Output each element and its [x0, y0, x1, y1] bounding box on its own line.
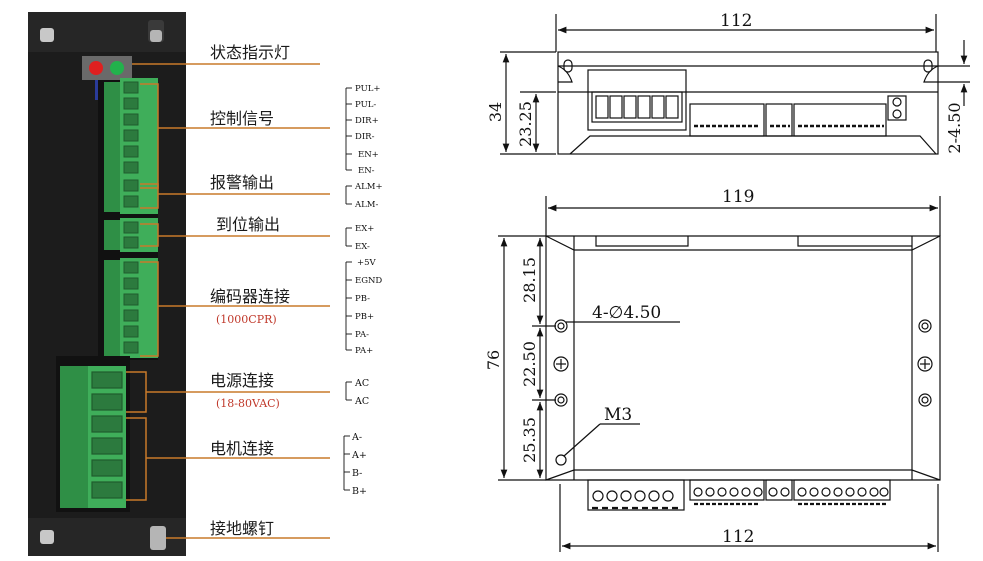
label-power-sub: (18-80VAC) [216, 397, 280, 410]
label-alarm-output: 报警输出 [210, 173, 274, 192]
callout-lines [126, 63, 330, 539]
dim-top-width: 112 [720, 11, 752, 31]
encoder-connector [104, 258, 158, 358]
dim-front-width: 119 [722, 187, 754, 207]
led-green-icon [110, 61, 124, 75]
pin-dir-plus: DIR+ [355, 116, 379, 126]
pin-ex-minus: EX- [355, 242, 370, 252]
bottom-terminal-circles [592, 487, 889, 502]
label-power-connection: 电源连接 [210, 371, 274, 390]
front-view-drawing [498, 196, 941, 552]
dim-slot: 2-4.50 [945, 102, 964, 153]
dim-seg2: 22.50 [520, 341, 539, 387]
driver-front-view [28, 12, 186, 556]
pin-pul-minus: PUL- [355, 100, 376, 110]
dim-height-total: 34 [486, 102, 505, 122]
pin-ac-2: AC [354, 396, 369, 407]
pin-pul-plus: PUL+ [355, 84, 381, 94]
in-position-connector [104, 218, 158, 252]
pin-dir-minus: DIR- [355, 132, 375, 142]
top-view-drawing [500, 14, 970, 155]
dim-seg3: 25.35 [520, 417, 539, 463]
dim-front-height: 76 [484, 350, 503, 370]
label-in-position-output: 到位输出 [216, 215, 280, 234]
top-terminal-slots [595, 95, 679, 119]
dim-screw-note: M3 [604, 405, 632, 425]
top-mount-slot-left [40, 28, 54, 42]
pin-pa-plus: PA+ [355, 346, 373, 356]
pin-egnd: EGND [355, 276, 382, 286]
power-motor-connector [60, 366, 126, 508]
label-ground-screw: 接地螺钉 [210, 519, 274, 538]
pin-labels: PUL+ PUL- DIR+ DIR- EN+ EN- ALM+ ALM- EX… [351, 84, 383, 497]
pin-en-plus: EN+ [358, 150, 379, 160]
control-signal-connector [104, 78, 158, 214]
pin-a-minus: A- [351, 432, 362, 443]
pin-pb-minus: PB- [355, 294, 370, 304]
pin-alm-plus: ALM+ [354, 182, 383, 192]
dim-height-body: 23.25 [516, 101, 535, 147]
pin-pa-minus: PA- [355, 330, 369, 340]
label-status-led: 状态指示灯 [210, 43, 290, 62]
pin-a-plus: A+ [351, 450, 367, 461]
label-motor-connection: 电机连接 [210, 439, 274, 458]
label-control-signal: 控制信号 [210, 109, 274, 128]
pin-pb-plus: PB+ [355, 312, 374, 322]
pin-ex-plus: EX+ [355, 224, 374, 234]
pin-en-minus: EN- [358, 166, 375, 176]
pin-5v: +5V [357, 258, 377, 268]
label-encoder-connection: 编码器连接 [210, 287, 290, 306]
led-red-icon [89, 61, 103, 75]
pin-alm-minus: ALM- [354, 200, 378, 210]
ground-screw [150, 526, 166, 550]
pin-b-plus: B+ [352, 486, 367, 497]
dim-bottom-width: 112 [722, 527, 754, 547]
pin-ac-1: AC [354, 378, 369, 389]
label-encoder-sub: (1000CPR) [216, 313, 277, 326]
pin-b-minus: B- [352, 468, 362, 479]
dim-seg1: 28.15 [520, 257, 539, 303]
pin-brackets [343, 87, 352, 491]
dim-hole-note: 4-∅4.50 [592, 303, 661, 323]
